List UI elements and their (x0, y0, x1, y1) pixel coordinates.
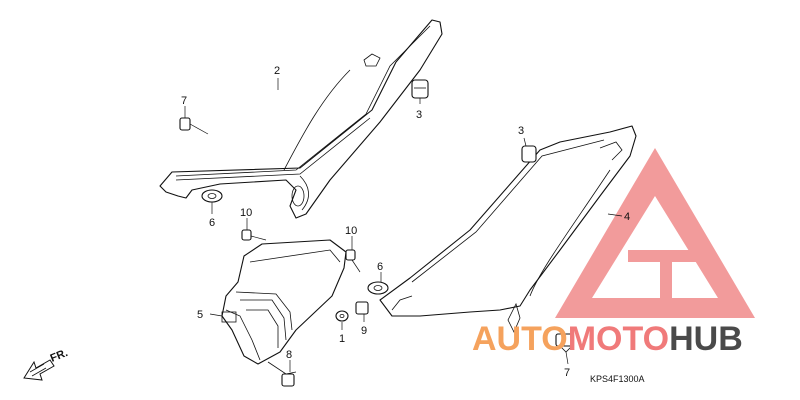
callout-6-right: 6 (377, 261, 383, 273)
callout-4: 4 (624, 211, 630, 223)
leader-lines (184, 78, 623, 372)
watermark-text-auto: AUTO (472, 320, 568, 358)
bolt-7-left (179, 117, 209, 135)
grommet-3-top (411, 79, 429, 99)
grommet-3-right (521, 145, 537, 163)
grommet-6-left (201, 189, 223, 203)
callout-3-right: 3 (518, 125, 524, 137)
bolt-10-left (241, 229, 267, 241)
callout-7-right: 7 (564, 367, 570, 379)
callout-2: 2 (274, 65, 280, 77)
callout-1: 1 (339, 333, 345, 345)
callout-3-top: 3 (416, 109, 422, 121)
callout-6-left: 6 (209, 217, 215, 229)
grommet-6-right (367, 281, 389, 295)
front-direction-indicator: FR. (23, 347, 70, 381)
diagram-code: KPS4F1300A (590, 374, 645, 384)
callout-10-left: 10 (240, 207, 252, 219)
washer-1 (335, 310, 349, 322)
bolt-8 (281, 373, 295, 387)
watermark-logo (555, 148, 755, 318)
watermark-text-hub: HUB (669, 320, 743, 358)
arrow-left-icon (23, 359, 55, 381)
battery-case (221, 239, 347, 375)
callout-5: 5 (197, 309, 203, 321)
watermark-text-moto: MOTO (568, 320, 669, 358)
callout-8: 8 (286, 349, 292, 361)
side-cover-lower-right (379, 125, 637, 333)
callout-7-left: 7 (181, 95, 187, 107)
bolt-10-right (345, 249, 361, 273)
watermark-text: AUTOMOTOHUB (472, 320, 743, 358)
callout-10-right: 10 (345, 225, 357, 237)
side-cover-upper-left (159, 19, 443, 219)
watermark-triangle-icon (555, 148, 755, 318)
screw-9 (355, 301, 369, 315)
watermark-inner-shape (628, 250, 700, 298)
direction-label: FR. (49, 347, 70, 365)
callout-9: 9 (361, 325, 367, 337)
